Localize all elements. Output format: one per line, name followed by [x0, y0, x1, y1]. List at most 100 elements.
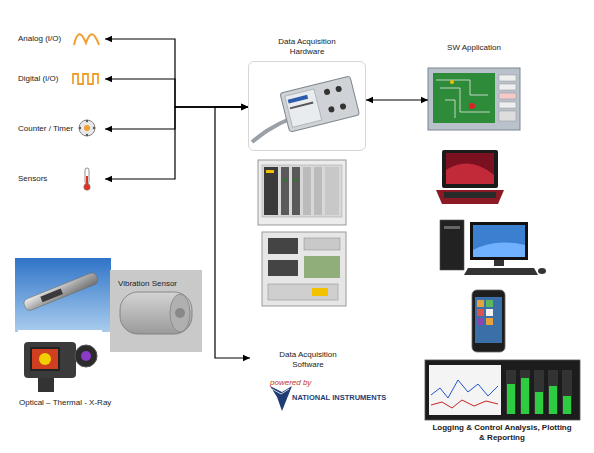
vibration-sensor-photo-part — [120, 292, 192, 334]
logging-screenshot-part — [521, 378, 529, 414]
smartphone-photo-part — [477, 318, 484, 325]
daq-device-photo-part-part — [323, 88, 330, 95]
bus-connector — [105, 107, 248, 129]
thermometer-icon — [84, 168, 90, 190]
daq-device-photo-part-part — [280, 76, 360, 132]
control-panel-screenshot-part — [499, 102, 516, 108]
counter-icon-part — [93, 127, 95, 129]
node-box: Data Acquisition Hardware — [248, 61, 366, 151]
thermal-camera-photo-part — [81, 351, 91, 361]
laptop-photo — [436, 150, 504, 204]
control-panel-screenshot — [428, 68, 520, 130]
vibration-sensor-photo-part — [175, 308, 185, 318]
smartphone-photo-part — [477, 300, 484, 307]
thermal-camera-photo-part — [24, 342, 76, 378]
pxi-card-photo-part — [268, 238, 298, 254]
probe-photo-part — [23, 271, 100, 311]
bus-connector — [105, 107, 248, 179]
logging-screenshot-part — [506, 370, 516, 414]
smartphone-photo-part — [477, 309, 484, 316]
pxi-chassis-photo-part — [303, 167, 311, 215]
logging-screenshot-part — [520, 370, 530, 414]
smartphone-photo — [472, 290, 505, 352]
signal-type-label: Counter / Timer — [18, 124, 73, 134]
thermal-camera-photo-part — [39, 353, 51, 365]
logging-screenshot-part — [425, 360, 580, 420]
pxi-chassis-photo-part — [292, 167, 300, 215]
counter-icon — [79, 120, 95, 136]
signal-type-label: Digital (I/O) — [18, 74, 58, 84]
pxi-chassis-photo-part — [294, 178, 298, 182]
pxi-chassis-photo-part — [262, 165, 342, 217]
smartphone-photo-part — [486, 318, 493, 325]
node-box: Sensors — [10, 171, 105, 187]
caption-label: Vibration Sensor — [118, 279, 177, 289]
ni-logo-mark-part — [272, 389, 289, 394]
thermometer-icon-part — [85, 168, 89, 184]
desktop-pc-photo-part — [473, 242, 525, 257]
control-panel-screenshot-part — [433, 73, 495, 123]
daq-device-photo-part-part — [285, 89, 322, 127]
thermal-camera-photo-part — [30, 347, 60, 371]
thermometer-icon-part — [84, 184, 90, 190]
pxi-card-photo-part — [304, 256, 340, 278]
bus-connector — [366, 99, 428, 100]
vibration-sensor-photo — [110, 270, 202, 352]
thermal-camera-photo-part — [38, 378, 54, 392]
ni-logo-mark-part — [270, 386, 292, 411]
daq-device-photo-part-part — [288, 95, 308, 104]
thermal-camera-photo-part — [18, 330, 102, 394]
software-heading: Data Acquisition Software — [276, 350, 340, 370]
control-panel-screenshot-part — [436, 80, 490, 118]
control-panel-screenshot-part — [450, 80, 454, 84]
control-panel-screenshot-part — [428, 68, 520, 130]
node-box: Analog (I/O) — [10, 31, 105, 47]
daq-device-photo — [252, 76, 360, 142]
desktop-pc-photo — [440, 220, 546, 275]
laptop-photo-part — [436, 190, 504, 204]
logging-screenshot-part — [534, 370, 544, 414]
pxi-card-photo-part — [262, 232, 346, 306]
digital-icon — [73, 74, 98, 84]
vibration-sensor-photo-part — [170, 294, 190, 332]
vibration-sensor-photo-part — [110, 270, 202, 352]
probe-photo-part — [15, 258, 111, 332]
smartphone-photo-part — [472, 290, 505, 352]
counter-icon-part — [86, 120, 88, 122]
daq-device-photo-part-part — [335, 85, 342, 92]
pxi-card-photo-part — [304, 238, 340, 250]
laptop-photo-part — [446, 153, 494, 184]
daq-device-photo-part-part — [339, 103, 346, 110]
signal-type-label: Sensors — [18, 174, 47, 184]
logging-screenshot-part — [548, 370, 558, 414]
counter-icon-part — [84, 125, 90, 131]
counter-icon-part — [79, 127, 81, 129]
caption-label: Optical – Thermal - X-Ray — [19, 398, 111, 408]
probe-photo-part-part — [40, 288, 63, 302]
counter-icon-part — [86, 134, 88, 136]
logging-screenshot-part — [549, 386, 557, 414]
node-box: Data Acquisition Softwarepowered byNATIO… — [250, 350, 380, 414]
application-heading: SW Application — [444, 43, 504, 53]
control-panel-screenshot-part — [469, 103, 475, 109]
smartphone-photo-part — [486, 309, 493, 316]
logo-wordmark: NATIONAL INSTRUMENTS — [292, 393, 386, 403]
pxi-card-photo-part — [268, 284, 338, 300]
signal-type-label: Analog (I/O) — [18, 34, 61, 44]
bus-connector — [215, 107, 250, 358]
probe-photo — [15, 258, 111, 332]
pxi-chassis-photo-part — [266, 170, 274, 173]
desktop-pc-photo-part — [464, 268, 538, 275]
node-box: Counter / Timer — [10, 121, 105, 137]
control-panel-screenshot-part — [499, 75, 516, 81]
desktop-pc-photo-part — [440, 220, 464, 270]
pxi-chassis-photo-part — [258, 160, 346, 225]
node-box: Digital (I/O) — [10, 71, 105, 87]
logging-screenshot-part — [431, 400, 498, 408]
ni-logo-mark — [270, 386, 292, 411]
analog-icon — [74, 34, 99, 45]
logo-tagline: powered by — [270, 378, 311, 388]
daq-device-photo-part — [280, 76, 360, 132]
bus-connector — [105, 39, 248, 107]
